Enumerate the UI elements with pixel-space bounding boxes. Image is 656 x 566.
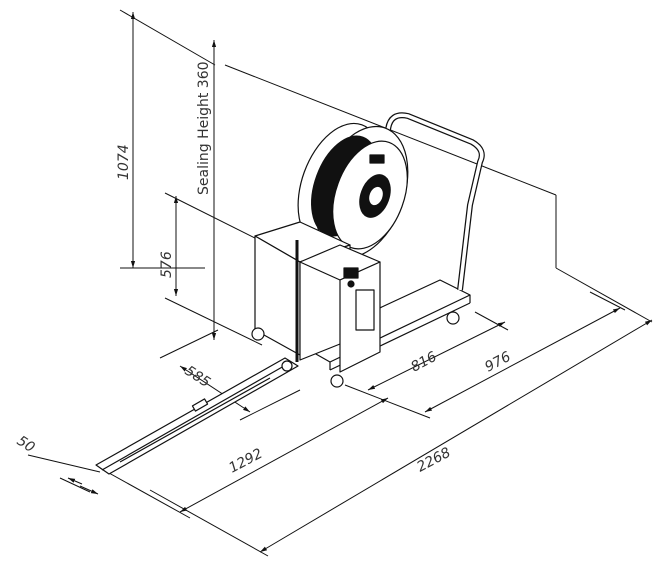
- dim-816-label: 816: [408, 349, 439, 376]
- dim-50-label: 50: [14, 433, 38, 456]
- dim-976-label: 976: [482, 349, 513, 376]
- strapping-machine: [95, 112, 485, 475]
- rail-extension: [95, 357, 299, 475]
- dim-576-label: 576: [159, 251, 175, 278]
- machine-body: [254, 221, 381, 373]
- dim-1292-label: 1292: [226, 446, 265, 477]
- dim-sealing-height-label: Sealing Height 360: [196, 61, 212, 195]
- dim-585-label: 585: [182, 363, 213, 391]
- dimension-lines: [27, 9, 653, 557]
- casters: [251, 311, 460, 388]
- dim-1074-label: 1074: [116, 144, 132, 180]
- strap-coil-reel: [297, 122, 409, 259]
